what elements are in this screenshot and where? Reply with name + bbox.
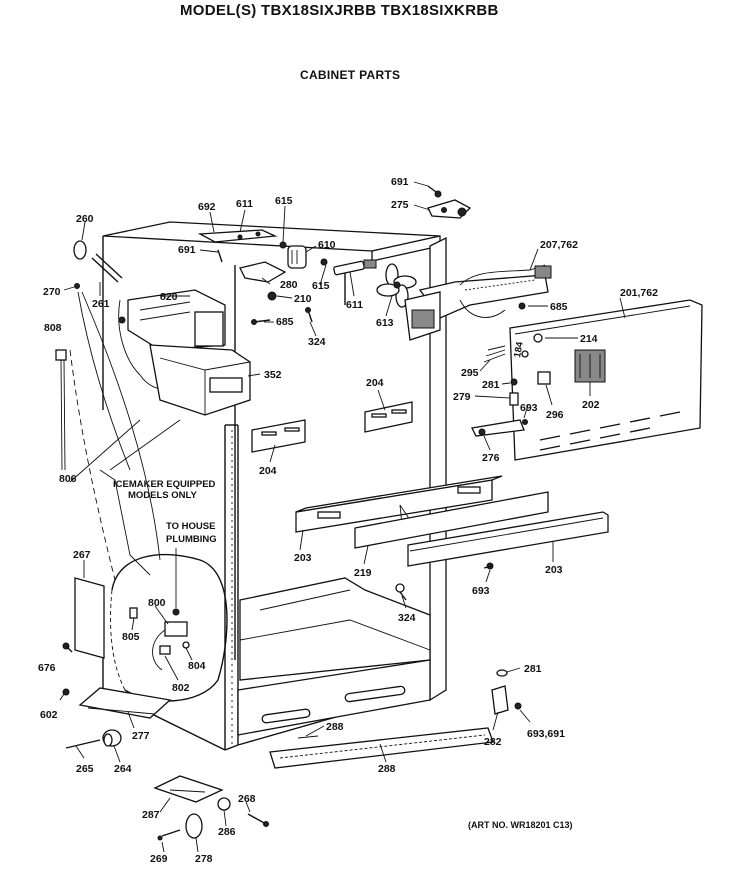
model-title: MODEL(S) TBX18SIXJRBB TBX18SIXKRBB <box>180 2 499 19</box>
callout-204: 204 <box>366 377 384 389</box>
plate-287 <box>153 775 224 803</box>
bracket-282 <box>491 685 509 715</box>
roller-278 <box>185 813 203 839</box>
callout-202: 202 <box>582 399 600 411</box>
callout-296: 296 <box>546 409 564 421</box>
leader-lines <box>59 181 626 853</box>
callout-260: 260 <box>76 213 94 225</box>
section-title: CABINET PARTS <box>300 68 401 82</box>
control-housing <box>404 264 552 341</box>
callout-204-b: 204 <box>259 465 277 477</box>
top-hardware <box>197 185 472 325</box>
callout-203: 203 <box>294 552 312 564</box>
bracket-204-left <box>251 419 306 453</box>
callout-265: 265 <box>76 763 94 775</box>
icemaker-note-line2: MODELS ONLY <box>128 490 197 501</box>
panel-267 <box>74 577 105 659</box>
callout-693: 693 <box>520 402 538 414</box>
callout-693-b: 693 <box>472 585 490 597</box>
plumbing-detail <box>110 553 228 702</box>
callout-labels: 691 275 207,762 201,762 685 214 295 281 … <box>38 176 658 865</box>
rails <box>295 475 609 601</box>
part-296 <box>537 371 551 385</box>
ice-bucket <box>149 344 251 416</box>
callout-261: 261 <box>92 298 110 310</box>
callout-276: 276 <box>482 452 500 464</box>
callout-676: 676 <box>38 662 56 674</box>
callout-693-691: 693,691 <box>527 728 565 740</box>
callout-615: 615 <box>275 195 293 207</box>
callout-219: 219 <box>354 567 372 579</box>
callout-279: 279 <box>453 391 471 403</box>
rear-panel <box>471 299 703 461</box>
valve-260 <box>73 240 87 260</box>
callout-203-b: 203 <box>545 564 563 576</box>
callout-288: 288 <box>326 721 344 733</box>
callout-804: 804 <box>188 660 206 672</box>
icemaker <box>118 289 251 416</box>
bracket-280 <box>239 261 287 283</box>
callout-800: 800 <box>148 597 166 609</box>
roller-286 <box>217 797 231 811</box>
callout-286: 286 <box>218 826 236 838</box>
callout-288-b: 288 <box>378 763 396 775</box>
callout-270: 270 <box>43 286 61 298</box>
callout-611-b: 611 <box>346 299 363 311</box>
callout-615-b: 615 <box>312 280 330 292</box>
part-808 <box>55 349 67 361</box>
callout-324: 324 <box>308 336 326 348</box>
callout-808: 808 <box>44 322 62 334</box>
callout-691: 691 <box>391 176 409 188</box>
callout-324-b: 324 <box>398 612 416 624</box>
rail-219 <box>354 491 549 549</box>
callout-278: 278 <box>195 853 213 865</box>
callout-295: 295 <box>461 367 479 379</box>
callout-282: 282 <box>484 736 502 748</box>
callout-802: 802 <box>172 682 190 694</box>
callout-277: 277 <box>132 730 150 742</box>
callout-210: 210 <box>294 293 312 305</box>
water-line-parts <box>55 240 161 581</box>
rail-277 <box>78 687 172 719</box>
callout-268: 268 <box>238 793 256 805</box>
callout-611: 611 <box>236 198 253 210</box>
callout-610: 610 <box>318 239 336 251</box>
callout-806: 806 <box>59 473 77 485</box>
callout-269: 269 <box>150 853 168 865</box>
callout-287: 287 <box>142 809 160 821</box>
callout-207-762: 207,762 <box>540 239 578 251</box>
plumbing-note-line1: TO HOUSE <box>166 521 215 532</box>
callout-184: 184 <box>512 340 526 358</box>
art-number: (ART NO. WR18201 C13) <box>468 820 573 830</box>
callout-613: 613 <box>376 317 394 329</box>
callout-602: 602 <box>40 709 58 721</box>
callout-275: 275 <box>391 199 409 211</box>
callout-691-b: 691 <box>178 244 196 256</box>
water-valve <box>164 621 188 637</box>
shelf-brackets <box>251 401 413 453</box>
callout-267: 267 <box>73 549 91 561</box>
callout-692: 692 <box>198 201 216 213</box>
callout-805: 805 <box>122 631 140 643</box>
callout-264: 264 <box>114 763 132 775</box>
callout-352: 352 <box>264 369 282 381</box>
icemaker-note-line1: ICEMAKER EQUIPPED <box>113 479 216 490</box>
callout-820: 820 <box>160 291 178 303</box>
plumbing-note-line2: PLUMBING <box>166 534 217 545</box>
callout-214: 214 <box>580 333 598 345</box>
rear-panel-201 <box>509 299 703 461</box>
callout-280: 280 <box>280 279 298 291</box>
callout-685: 685 <box>550 301 568 313</box>
light-socket <box>333 260 365 276</box>
callout-685-b: 685 <box>276 316 294 328</box>
callout-281-b: 281 <box>524 663 542 675</box>
callout-281: 281 <box>482 379 500 391</box>
callout-201-762: 201,762 <box>620 287 658 299</box>
